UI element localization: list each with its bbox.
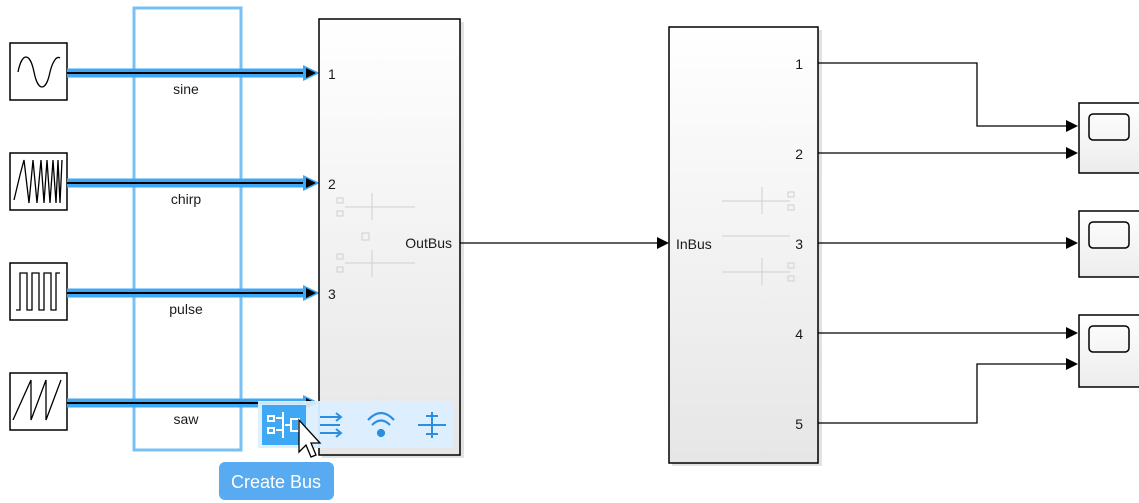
- signal-label-chirp[interactable]: chirp: [171, 191, 202, 207]
- output-line-1[interactable]: [818, 62, 1078, 132]
- right-subsystem-outport-3-label: 3: [795, 236, 803, 252]
- right-subsystem-inport-label: InBus: [676, 236, 712, 252]
- sine-wave-icon: [17, 56, 61, 88]
- subsystem-bus-glyph-icon: [722, 187, 795, 285]
- scope-block-1[interactable]: [1078, 102, 1139, 174]
- left-subsystem-inport-2-label: 2: [328, 176, 336, 192]
- sawtooth-wave-icon: [12, 379, 62, 421]
- bus-line-outbus-to-inbus[interactable]: [460, 237, 669, 249]
- signal-line-chirp[interactable]: [67, 175, 320, 191]
- scope-screen-icon: [1088, 325, 1130, 353]
- right-subsystem-block[interactable]: [668, 26, 822, 466]
- chirp-wave-block[interactable]: [9, 152, 68, 211]
- selection-box[interactable]: [132, 6, 243, 452]
- scope-block-2[interactable]: [1078, 210, 1139, 278]
- create-bus-tooltip: Create Bus: [219, 462, 334, 500]
- signal-label-sine[interactable]: sine: [173, 81, 199, 97]
- chirp-wave-icon: [13, 159, 63, 204]
- scope-screen-icon: [1088, 113, 1130, 141]
- scope-screen-icon: [1088, 221, 1130, 249]
- signal-label-saw[interactable]: saw: [174, 411, 200, 427]
- right-subsystem-outport-2-label: 2: [795, 146, 803, 162]
- subsystem-bus-glyph-icon: [336, 193, 415, 277]
- sine-wave-block[interactable]: [9, 42, 68, 101]
- tooltip-text: Create Bus: [231, 472, 321, 492]
- right-subsystem-outport-4-label: 4: [795, 326, 803, 342]
- broadcast-icon: [367, 411, 395, 438]
- bus-element-action[interactable]: [418, 412, 446, 438]
- left-subsystem-outport-label: OutBus: [405, 235, 452, 251]
- left-subsystem-inport-1-label: 1: [328, 66, 336, 82]
- broadcast-action[interactable]: [367, 411, 395, 438]
- signal-line-pulse[interactable]: [67, 285, 320, 301]
- output-line-2[interactable]: [818, 147, 1078, 159]
- pulse-wave-icon: [16, 272, 60, 311]
- right-subsystem-outport-5-label: 5: [795, 416, 803, 432]
- mouse-pointer-icon: [298, 418, 322, 458]
- left-subsystem-inport-3-label: 3: [328, 286, 336, 302]
- output-line-3[interactable]: [818, 237, 1078, 249]
- scope-block-3[interactable]: [1078, 314, 1139, 388]
- signal-label-pulse[interactable]: pulse: [169, 301, 203, 317]
- output-line-5[interactable]: [818, 358, 1078, 424]
- right-subsystem-outport-1-label: 1: [795, 56, 803, 72]
- bus-element-icon: [418, 412, 446, 438]
- signal-line-sine[interactable]: [67, 65, 320, 81]
- bus-selector-icon: [320, 412, 343, 438]
- sawtooth-wave-block[interactable]: [9, 372, 68, 431]
- left-subsystem-block[interactable]: [318, 18, 464, 458]
- pulse-wave-block[interactable]: [9, 262, 68, 321]
- output-line-4[interactable]: [818, 327, 1078, 339]
- bus-selector-action[interactable]: [320, 412, 343, 438]
